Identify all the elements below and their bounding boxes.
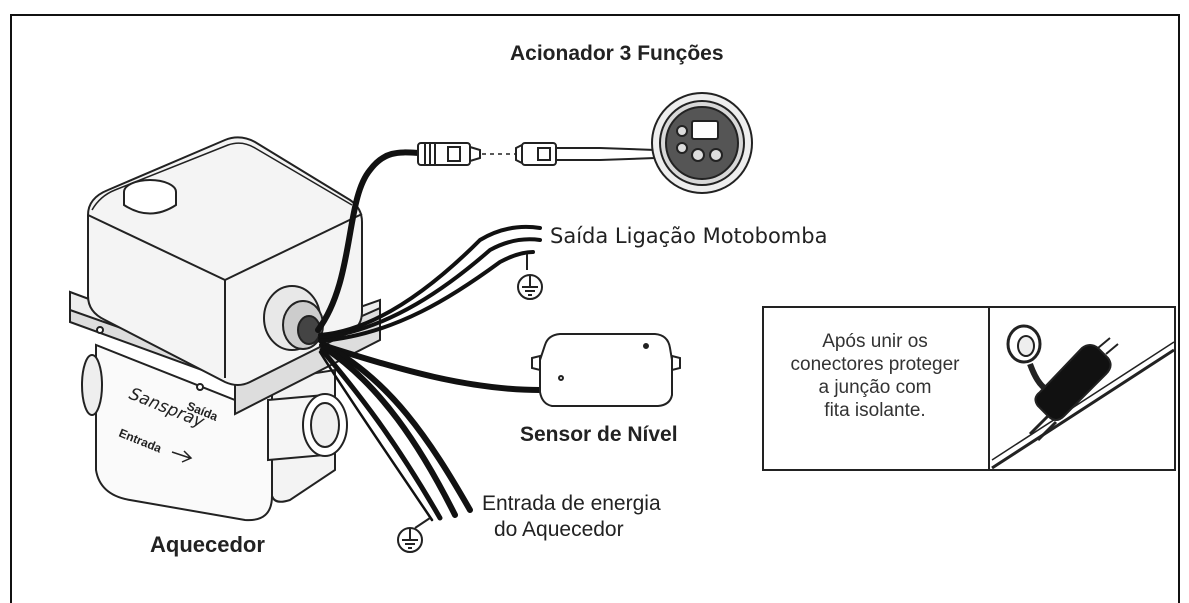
power-input-label-line2: do Aquecedor <box>494 518 624 541</box>
power-input-label-line1: Entrada de energia <box>482 492 661 515</box>
ground-icon-motobomba <box>517 254 543 300</box>
level-sensor-box <box>531 333 681 407</box>
insulation-tip-box: Após unir os conectores proteger a junçã… <box>762 306 1176 471</box>
cable-connector <box>417 142 656 166</box>
inset-divider <box>988 308 990 469</box>
tip-line-4: fita isolante. <box>824 400 926 421</box>
controller-title: Acionador 3 Funções <box>510 42 724 65</box>
level-sensor-label: Sensor de Nível <box>520 423 678 446</box>
tip-line-1: Após unir os <box>822 331 928 352</box>
controller-panel <box>651 92 753 194</box>
tip-line-2: conectores proteger <box>790 354 960 375</box>
tip-line-3: a junção com <box>818 377 932 398</box>
heater-label: Aquecedor <box>150 532 265 557</box>
motobomba-output-label: Saída Ligação Motobomba <box>550 224 828 248</box>
flow-arrow-icon <box>171 450 193 463</box>
cable-bundle <box>315 149 543 522</box>
insulation-tip-text: Após unir os conectores proteger a junçã… <box>764 330 986 422</box>
ground-icon-entrada <box>397 517 431 553</box>
power-input-label: Entrada de energia do Aquecedor <box>482 491 661 543</box>
diagram-frame <box>10 14 1180 603</box>
heater-device <box>69 136 381 522</box>
taped-connector-illustration <box>991 324 1174 469</box>
